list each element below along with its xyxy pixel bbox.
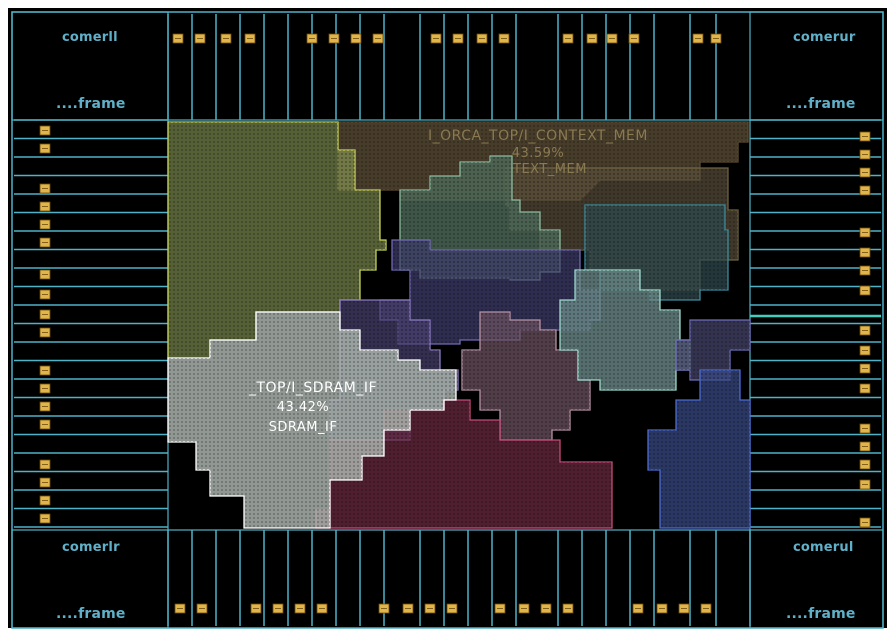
cyan-region-texture (560, 270, 690, 390)
sdram-if-region-texture (168, 312, 456, 528)
corner-bottom-right-frame: ....frame (786, 606, 856, 622)
left-block-region-texture (168, 122, 386, 358)
green-region-texture (400, 156, 560, 280)
mauve-region-texture (462, 312, 590, 440)
io-pads (39, 33, 871, 614)
chip-border (11, 11, 884, 629)
corner-bottom-left-name: comerlr (62, 540, 120, 555)
sdram-if-percent-label: 43.42% (276, 400, 330, 415)
io-pad-ring (11, 11, 884, 629)
context-mem-short-label: TEXT_MEM (513, 162, 587, 177)
indigo-region-texture (676, 320, 750, 380)
context-mem-percent-label: 43.59% (511, 146, 565, 161)
corner-top-left-frame: ....frame (56, 96, 126, 112)
corner-top-right-frame: ....frame (786, 96, 856, 112)
corner-top-right-name: comerur (793, 30, 856, 45)
sdram-if-path-label: _TOP/I_SDRAM_IF (248, 380, 378, 396)
corner-bottom-right-name: comerul (793, 540, 854, 555)
context-mem-path-label: I_ORCA_TOP/I_CONTEXT_MEM (428, 128, 648, 144)
purple-region-texture (380, 240, 600, 344)
placement-regions (167, 121, 751, 529)
corner-bottom-left-frame: ....frame (56, 606, 126, 622)
blue-region-texture (648, 370, 750, 528)
corner-top-left-name: comerll (62, 30, 118, 45)
sdram-if-short-label: SDRAM_IF (268, 420, 338, 435)
magenta-region-texture (316, 400, 612, 528)
